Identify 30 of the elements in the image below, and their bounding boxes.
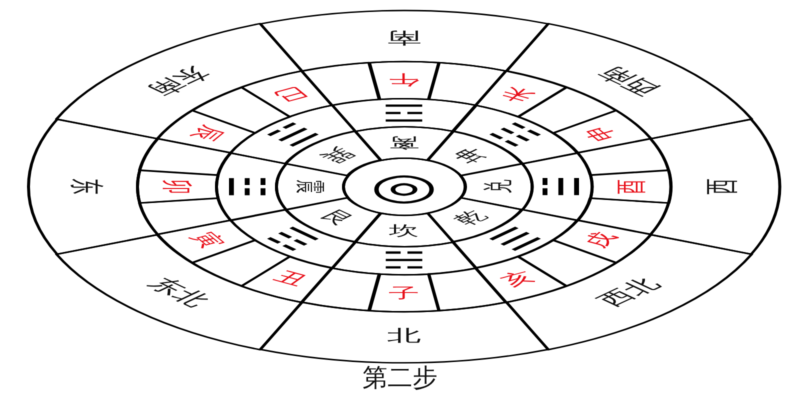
trigram-symbol: ☳ [221,176,271,198]
direction-label: 西北 [592,275,665,309]
earthly-branch-label: 丑 [268,269,312,290]
direction-label: 东南 [143,64,216,98]
trigram-name: 震 [294,180,324,194]
trigram-name: 兑 [484,180,514,194]
earthly-branch-label: 子 [388,286,420,301]
center-symbol: ◎ [370,168,438,205]
earthly-branch-label: 申 [580,123,623,144]
trigram-symbol: ☵ [382,248,426,272]
earthly-branch-label: 未 [496,84,540,104]
direction-label: 南 [386,29,421,46]
earthly-branch-label: 巳 [268,84,312,104]
trigram-name: 离 [388,135,419,150]
direction-label: 北 [386,328,421,344]
earthly-branch-label: 酉 [616,179,648,194]
earthly-branch-label: 寅 [185,230,228,250]
earthly-branch-label: 戌 [580,230,623,250]
direction-label: 西南 [592,64,665,98]
earthly-branch-label: 卯 [160,179,192,194]
earthly-branch-label: 辰 [185,123,228,144]
direction-label: 西 [704,178,739,195]
direction-label: 东北 [143,275,216,309]
earthly-branch-label: 亥 [496,269,540,290]
earthly-branch-label: 午 [388,72,420,87]
trigram-symbol: ☲ [382,100,426,124]
direction-label: 东 [69,178,103,195]
trigram-name: 坎 [388,224,419,238]
trigram-symbol: ☱ [536,176,587,198]
caption: 第二步 [362,365,438,390]
